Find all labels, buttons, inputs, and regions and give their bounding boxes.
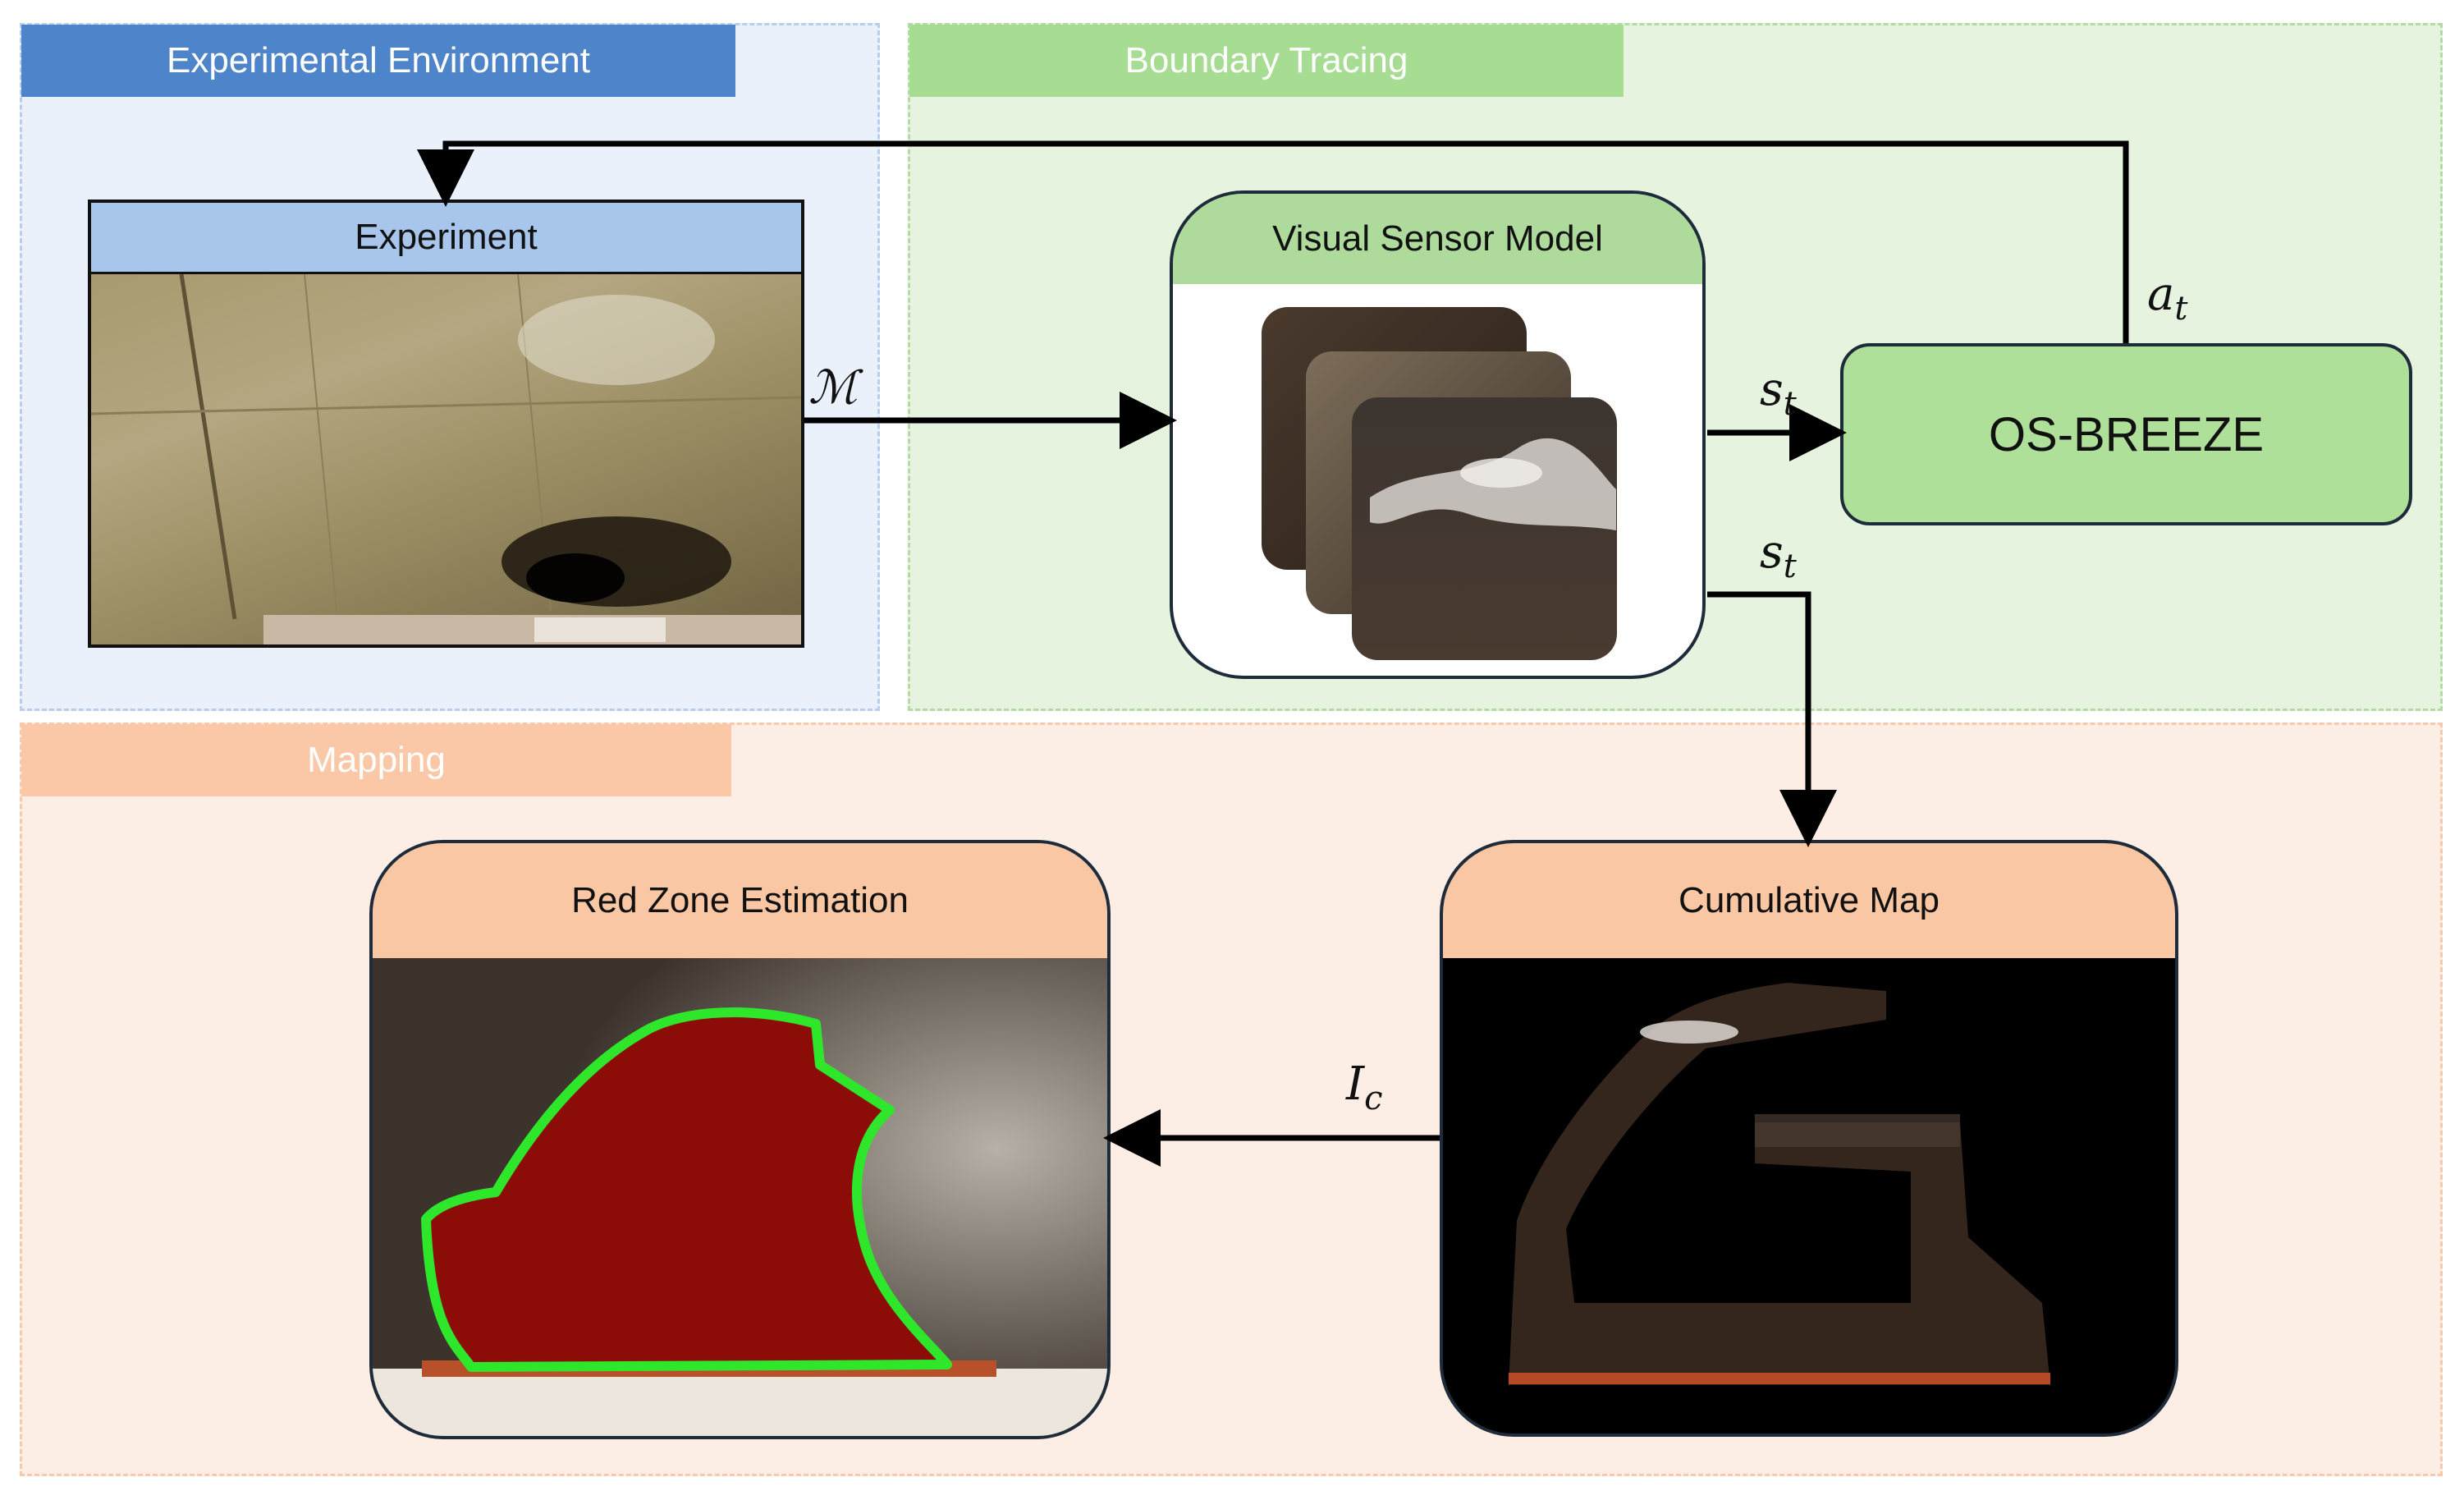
symbol-m: ℳ [808, 361, 858, 415]
cumulative-map-box: Cumulative Map [1440, 840, 2178, 1437]
experiment-box: Experiment [88, 200, 804, 648]
arrow-st-lower [1707, 591, 1837, 847]
visual-sensor-model-title: Visual Sensor Model [1173, 194, 1702, 284]
visual-sensor-model-box: Visual Sensor Model [1170, 190, 1706, 679]
tracing-banner: Boundary Tracing [909, 25, 1624, 97]
mapping-banner: Mapping [21, 724, 731, 796]
red-zone-image [373, 958, 1107, 1436]
red-zone-title: Red Zone Estimation [373, 843, 1107, 958]
symbol-st-upper: st [1760, 363, 1797, 424]
symbol-ic: Ic [1346, 1057, 1383, 1118]
experiment-photo [91, 274, 801, 644]
environment-banner: Experimental Environment [21, 25, 735, 97]
symbol-st-lower: st [1760, 525, 1797, 586]
sensor-patch-stack [1262, 307, 1617, 660]
cumulative-map-title: Cumulative Map [1443, 843, 2175, 958]
os-breeze-box: OS-BREEZE [1840, 343, 2412, 525]
symbol-at: at [2147, 268, 2188, 328]
red-zone-estimation-box: Red Zone Estimation [369, 840, 1111, 1439]
cumulative-map-image [1443, 958, 2175, 1433]
experiment-title: Experiment [91, 203, 801, 274]
arrow-at [417, 140, 2129, 343]
